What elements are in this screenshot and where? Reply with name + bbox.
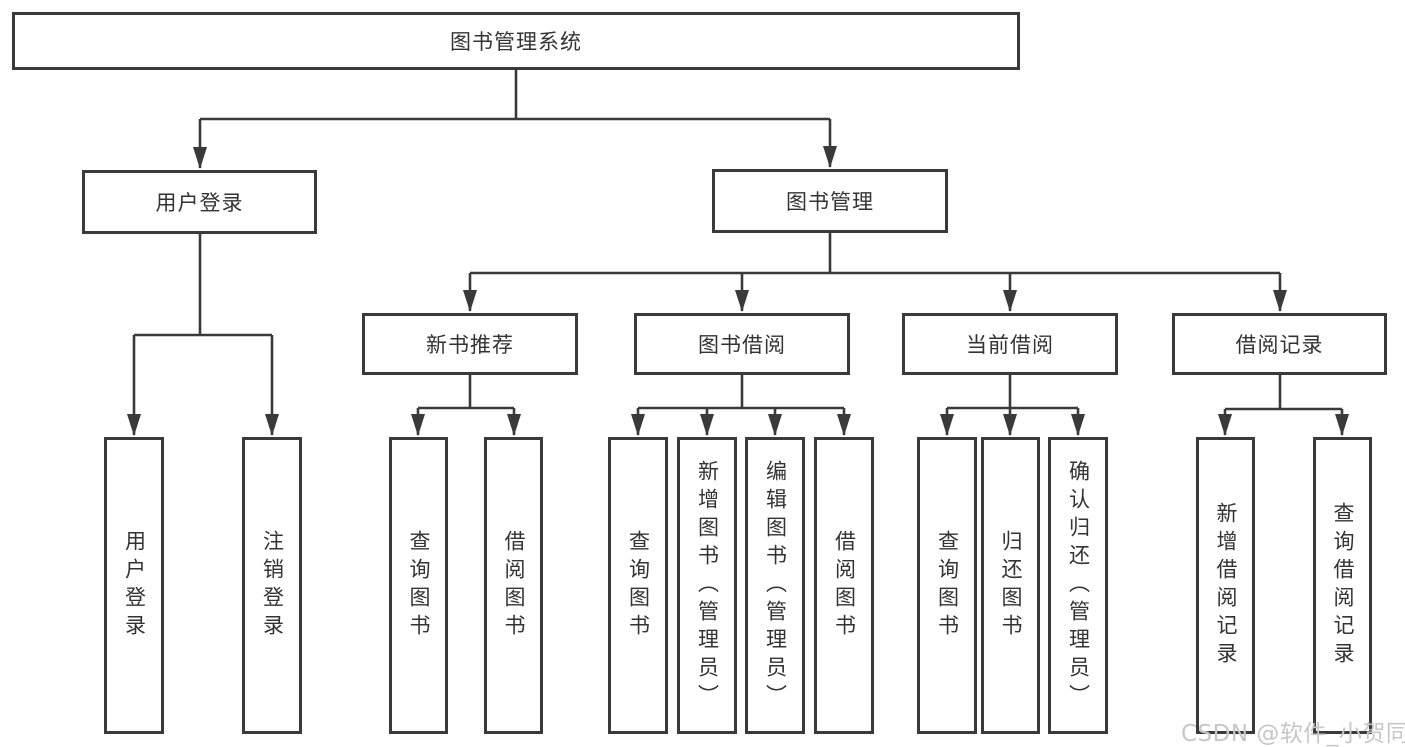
node-leaf-edit-book: 编辑图书（管理员） (745, 437, 805, 734)
node-borrow-records-label: 借阅记录 (1235, 333, 1324, 357)
node-leaf-borrow-book-2-label: 借阅图书 (832, 529, 857, 642)
node-leaf-add-record-label: 新增借阅记录 (1214, 501, 1238, 670)
node-root-label: 图书管理系统 (450, 30, 582, 54)
node-leaf-logout-label: 注销登录 (260, 529, 285, 642)
node-leaf-return-book-label: 归还图书 (999, 529, 1023, 642)
node-new-book-rec-label: 新书推荐 (426, 333, 514, 357)
node-leaf-user-login: 用户登录 (104, 437, 164, 734)
node-root: 图书管理系统 (12, 12, 1020, 70)
node-book-mgmt-label: 图书管理 (786, 190, 874, 214)
node-leaf-query-book-2-label: 查询图书 (626, 529, 651, 642)
node-leaf-query-book-3-label: 查询图书 (935, 529, 960, 642)
node-leaf-add-book: 新增图书（管理员） (677, 437, 737, 734)
node-book-borrow: 图书借阅 (634, 313, 850, 375)
node-leaf-query-book-1: 查询图书 (389, 437, 448, 734)
node-leaf-query-record: 查询借阅记录 (1313, 437, 1372, 734)
node-leaf-borrow-book-1: 借阅图书 (484, 437, 543, 734)
node-leaf-query-book-2: 查询图书 (608, 437, 668, 734)
node-leaf-query-book-1-label: 查询图书 (407, 529, 431, 642)
csdn-watermark: CSDN @软件_小贺同学 (1181, 721, 1405, 747)
node-user-login-label: 用户登录 (155, 191, 244, 215)
node-leaf-borrow-book-2: 借阅图书 (814, 437, 874, 734)
node-book-borrow-label: 图书借阅 (698, 333, 786, 357)
node-leaf-add-record: 新增借阅记录 (1196, 437, 1255, 734)
node-leaf-add-book-label: 新增图书（管理员） (695, 459, 720, 712)
node-leaf-edit-book-label: 编辑图书（管理员） (763, 459, 788, 712)
node-book-mgmt: 图书管理 (712, 169, 948, 233)
node-user-login: 用户登录 (82, 170, 317, 234)
node-borrow-records: 借阅记录 (1172, 313, 1387, 375)
node-leaf-borrow-book-1-label: 借阅图书 (502, 529, 526, 642)
node-leaf-logout: 注销登录 (242, 437, 302, 734)
node-leaf-query-record-label: 查询借阅记录 (1331, 501, 1355, 670)
node-current-borrow: 当前借阅 (902, 313, 1118, 375)
node-new-book-rec: 新书推荐 (362, 313, 578, 375)
node-leaf-query-book-3: 查询图书 (917, 437, 977, 734)
node-leaf-confirm-return: 确认归还（管理员） (1048, 437, 1108, 734)
node-leaf-return-book: 归还图书 (981, 437, 1040, 734)
node-leaf-user-login-label: 用户登录 (122, 529, 147, 642)
node-leaf-confirm-return-label: 确认归还（管理员） (1066, 459, 1091, 712)
node-current-borrow-label: 当前借阅 (966, 333, 1054, 357)
